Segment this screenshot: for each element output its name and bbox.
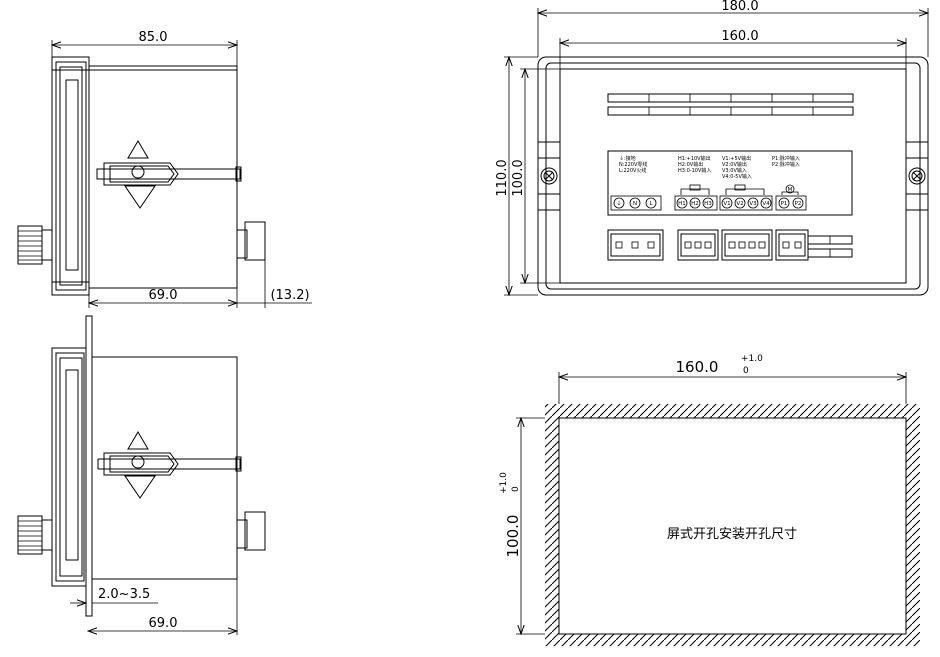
term-v2: V2 xyxy=(736,201,743,207)
dim-cutout-width: 160.0 xyxy=(676,358,719,376)
pot-symbol: M xyxy=(788,187,793,193)
term-p2: P2 xyxy=(795,201,802,207)
side-view-top: 85.0 69.0 (13.2) xyxy=(17,30,312,308)
dim-rear-inner-height: 100.0 xyxy=(511,159,526,196)
dim-rear-outer-width: 180.0 xyxy=(721,0,758,14)
label-h3: H3:0-10V输入 xyxy=(678,167,711,174)
dim-cutout-height-tol-upper: +1.0 xyxy=(499,472,509,494)
term-v3: V3 xyxy=(749,201,757,207)
cutout-caption: 屏式开孔安装开孔尺寸 xyxy=(667,527,797,542)
dim-side-terminal: (13.2) xyxy=(270,288,309,303)
panel-cutout: 160.0 +1.0 0 100.0 +1.0 0 屏式开孔安装开孔尺寸 xyxy=(499,354,920,646)
side-view-bottom: 2.0~3.5 69.0 xyxy=(17,315,266,635)
knob-ridges-bottom xyxy=(18,520,42,551)
dim-side-width: 85.0 xyxy=(139,30,168,45)
rear-view: ⏚:接地 N:220V零线 L:220V火线 H1:+10V输出 H2:0V输出… xyxy=(495,0,928,295)
label-v1: V1:+5V输出 xyxy=(722,155,751,162)
label-h2: H2:0V输出 xyxy=(678,161,703,168)
label-v2: V2:0V输出 xyxy=(722,161,747,168)
label-live: L:220V火线 xyxy=(619,167,646,174)
term-n: N xyxy=(633,201,637,207)
label-neutral: N:220V零线 xyxy=(619,161,647,168)
dim-rear-outer-height: 110.0 xyxy=(495,159,510,196)
term-ground: ⏚ xyxy=(616,200,622,207)
dim-cutout-height-tol-lower: 0 xyxy=(511,486,521,492)
dim-panel-thickness: 2.0~3.5 xyxy=(98,587,150,602)
dim-bottom-depth: 69.0 xyxy=(149,616,178,631)
dim-cutout-height: 100.0 xyxy=(504,515,522,558)
label-v3: V3:0V输入 xyxy=(722,167,747,174)
dim-side-depth: 69.0 xyxy=(149,288,178,303)
terminal-blocks xyxy=(607,229,853,261)
terminal-label-panel: ⏚:接地 N:220V零线 L:220V火线 H1:+10V输出 H2:0V输出… xyxy=(607,150,853,216)
term-h2: H2 xyxy=(691,201,699,207)
term-h3: H3 xyxy=(704,201,712,207)
dim-cutout-width-tol-lower: 0 xyxy=(743,366,749,376)
dim-rear-inner-width: 160.0 xyxy=(721,29,758,44)
label-ground: ⏚:接地 xyxy=(619,155,636,162)
knob-ridges-top xyxy=(18,230,42,261)
term-v1: V1 xyxy=(723,201,730,207)
slot-segments xyxy=(648,94,814,115)
label-v4: V4:0-5V输入 xyxy=(722,173,752,180)
label-p1: P1:脉冲输入 xyxy=(772,155,800,162)
term-p1: P1 xyxy=(781,201,788,207)
term-v4: V4 xyxy=(762,201,770,207)
term-l: L xyxy=(649,201,653,207)
label-p2: P2:脉冲输入 xyxy=(772,161,800,168)
label-h1: H1:+10V输出 xyxy=(678,155,711,162)
term-h1: H1 xyxy=(678,201,686,207)
dim-cutout-width-tol-upper: +1.0 xyxy=(741,354,763,364)
